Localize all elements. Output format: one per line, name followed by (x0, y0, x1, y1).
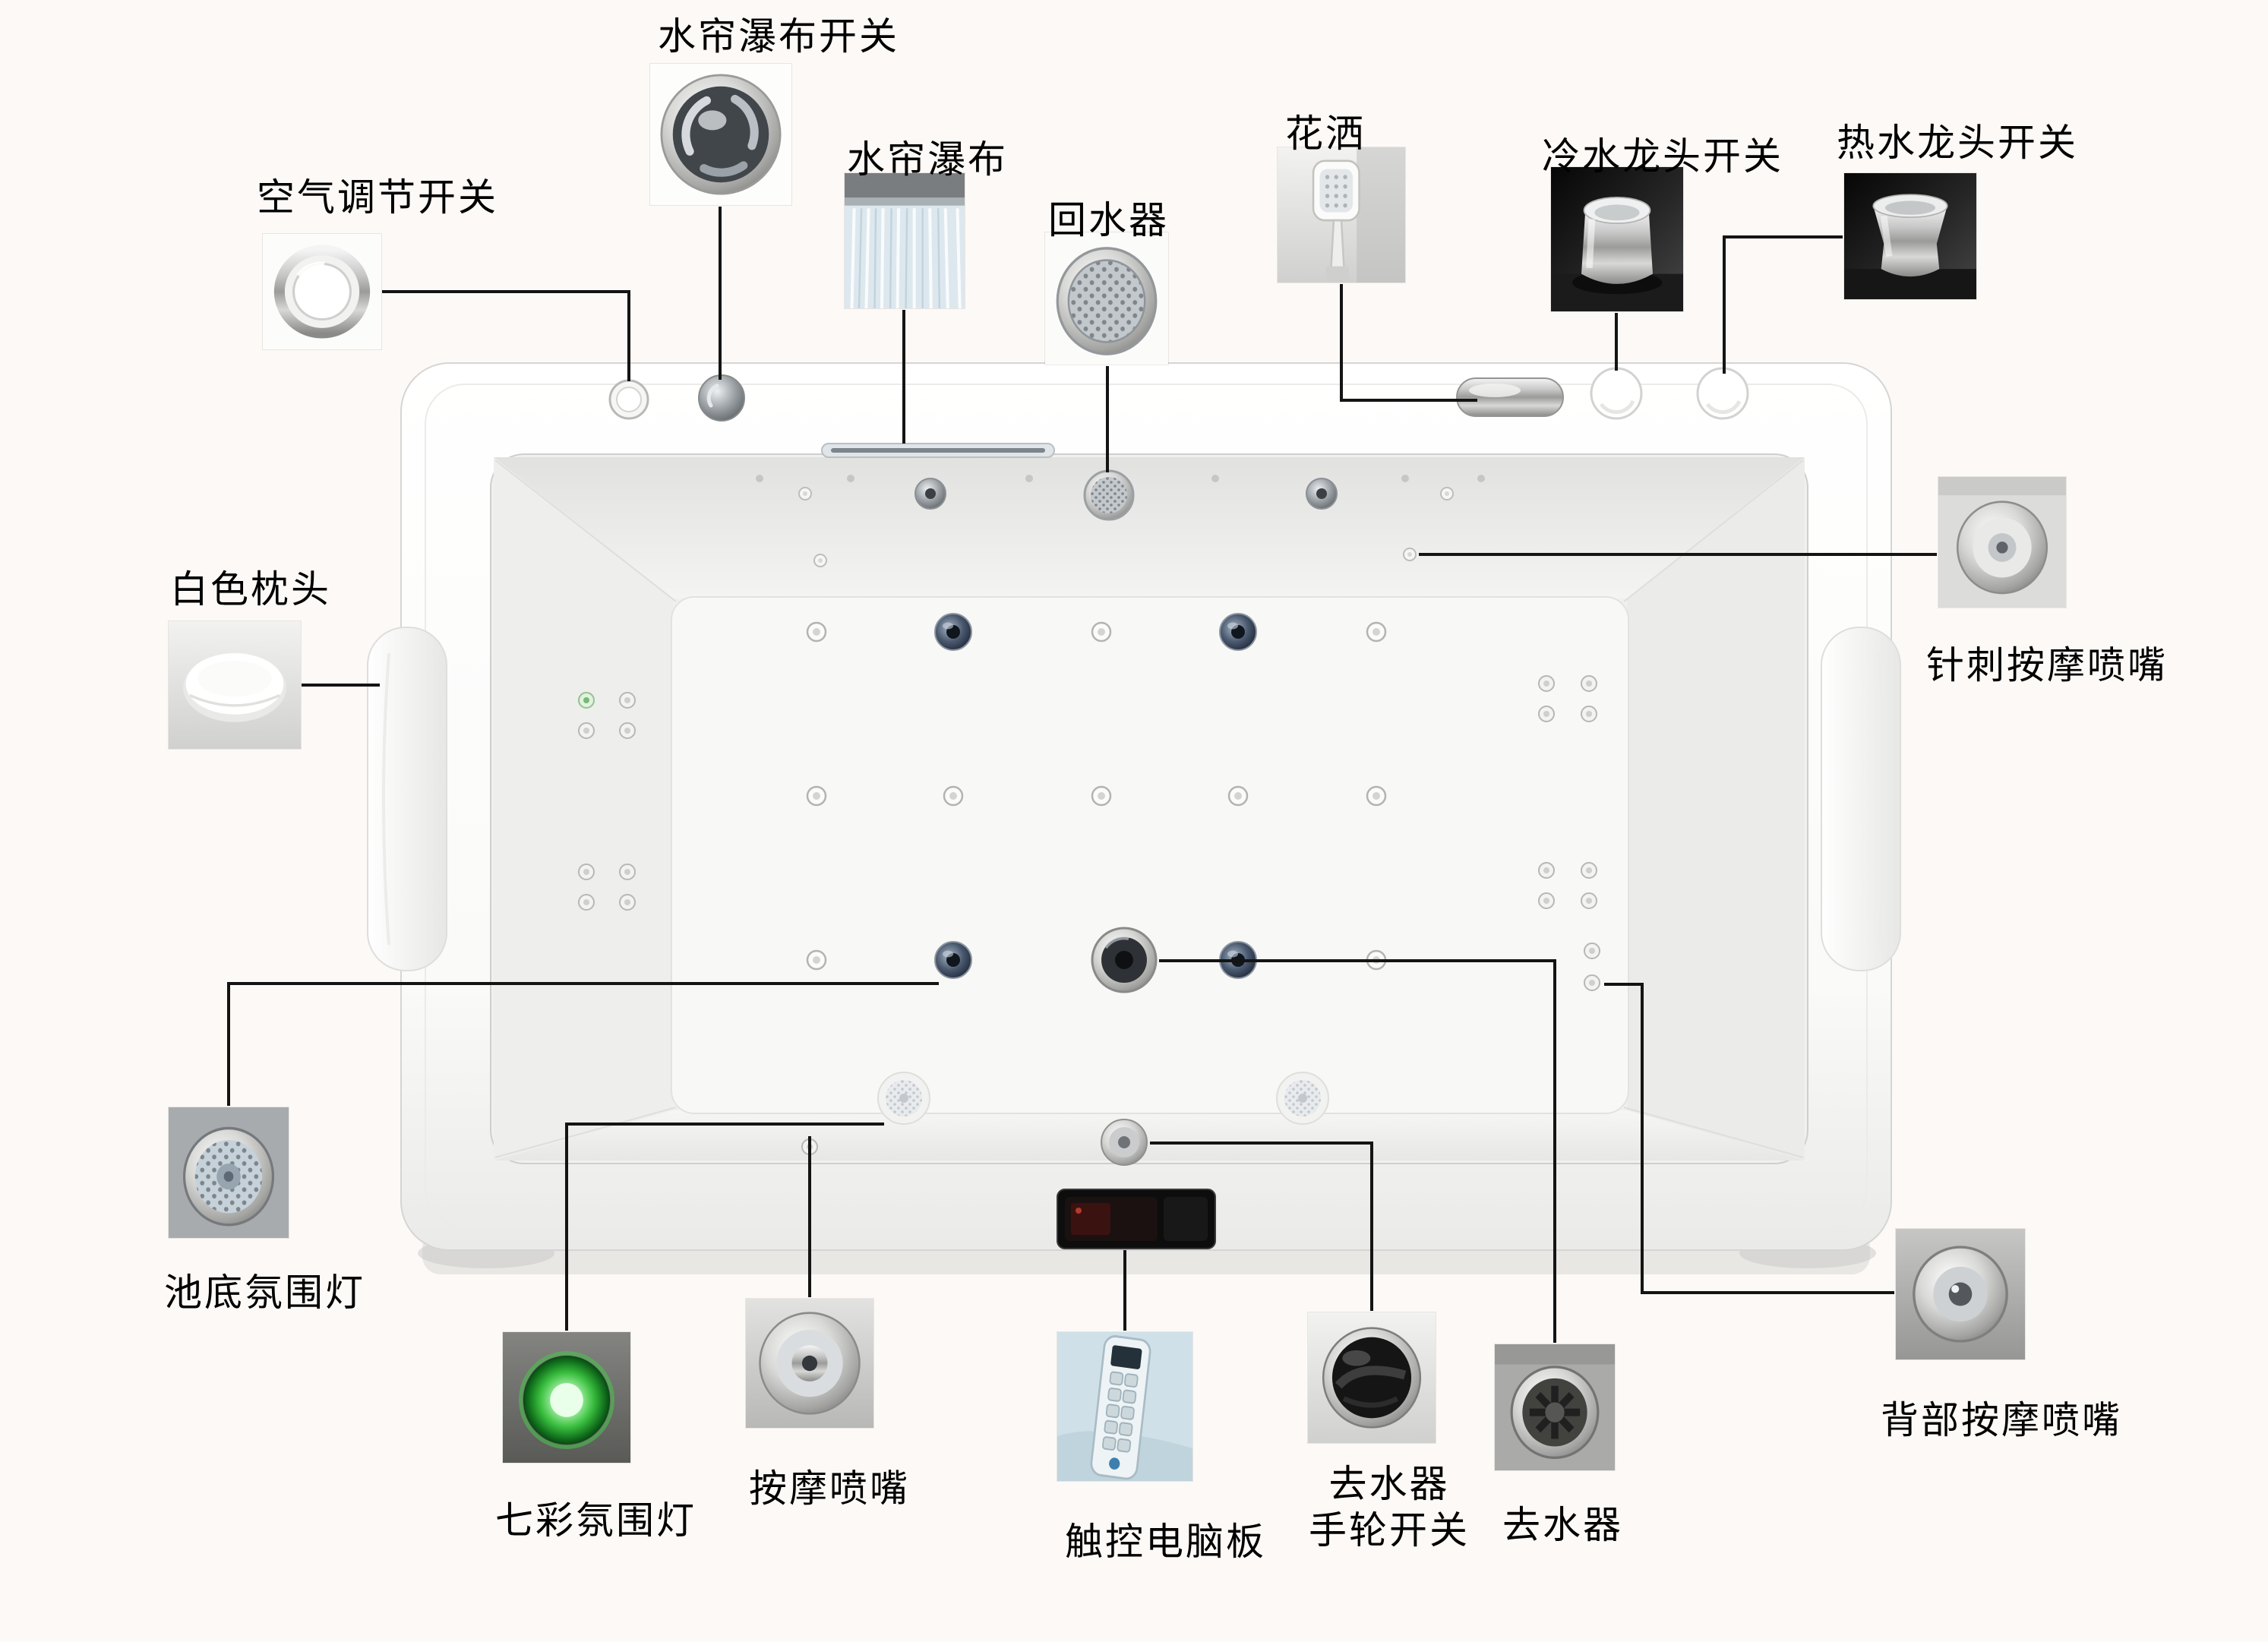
label-massage-nozzle: 按摩喷嘴 (749, 1467, 910, 1511)
air-switch-photo (263, 234, 381, 349)
label-waterfall-switch: 水帘瀑布开关 (658, 14, 899, 58)
label-touch-panel: 触控电脑板 (1065, 1520, 1266, 1564)
label-drain-handwheel-line2: 手轮开关 (1309, 1508, 1470, 1552)
drain-handwheel-icon (1308, 1312, 1436, 1443)
callout-lines (227, 207, 1937, 1343)
line-drain (1159, 959, 1556, 1343)
label-shower: 花洒 (1285, 112, 1366, 156)
label-waterfall: 水帘瀑布 (847, 137, 1008, 182)
colorful-light-icon (503, 1332, 630, 1463)
hot-faucet-icon (1844, 173, 1976, 299)
pillow-right (1821, 627, 1901, 971)
waterfall-switch-photo (650, 64, 791, 205)
label-colorful-light: 七彩氛围灯 (495, 1498, 697, 1543)
control-panel (1057, 1189, 1216, 1249)
waterfall-slot (821, 443, 1055, 458)
line-hot-faucet (1723, 235, 1843, 374)
needle-nozzle-photo (1938, 477, 2066, 608)
massage-nozzle-icon (746, 1299, 873, 1428)
line-back-nozzle (1604, 983, 1894, 1294)
pillow-photo (169, 621, 301, 749)
label-hot-faucet: 热水龙头开关 (1837, 121, 2078, 165)
rim-hot-knob (1696, 367, 1749, 420)
waterfall-photo (845, 173, 965, 308)
line-bottom-light (227, 982, 939, 1106)
drain-icon (1495, 1344, 1615, 1470)
pillow-left (367, 627, 447, 971)
waterfall-switch-icon (650, 64, 791, 205)
waterfall-icon (845, 173, 965, 308)
label-drain-handwheel-switch: 去水器 手轮开关 (1302, 1461, 1477, 1554)
cold-faucet-photo (1551, 167, 1683, 311)
needle-nozzle-icon (1938, 477, 2066, 608)
floor-drain (1091, 927, 1158, 993)
drain-handwheel-knob (1101, 1119, 1148, 1166)
rim-waterfall-switch-button (698, 374, 745, 422)
touch-panel-icon (1057, 1332, 1192, 1481)
label-bottom-light: 池底氛围灯 (164, 1271, 365, 1315)
label-pillow: 白色枕头 (170, 567, 331, 611)
pillow-icon (169, 621, 301, 749)
massage-nozzle-photo (746, 1299, 873, 1428)
colorful-light-photo (503, 1332, 630, 1463)
hot-faucet-photo (1844, 173, 1976, 299)
line-shower (1340, 284, 1477, 402)
label-back-nozzle: 背部按摩喷嘴 (1881, 1398, 2122, 1442)
water-return-jet (1083, 469, 1135, 521)
line-air-switch (382, 290, 630, 381)
back-nozzle-photo (1896, 1229, 2025, 1359)
tub-floor (671, 596, 1629, 1114)
label-needle-nozzle: 针刺按摩喷嘴 (1926, 643, 2168, 687)
touch-panel-photo (1057, 1332, 1192, 1481)
bottom-light-photo (169, 1107, 289, 1238)
label-air-switch: 空气调节开关 (257, 175, 498, 219)
label-cold-faucet: 冷水龙头开关 (1542, 134, 1783, 178)
back-nozzle-icon (1896, 1229, 2025, 1359)
rim-air-switch-button (608, 379, 649, 420)
label-water-return: 回水器 (1048, 198, 1169, 242)
bottom-light-icon (169, 1107, 289, 1238)
label-drain-handwheel-line1: 去水器 (1328, 1462, 1450, 1506)
side-wall-jets (578, 675, 1600, 991)
rim-faucet-spout (1456, 377, 1564, 417)
drain-handwheel-photo (1308, 1312, 1436, 1443)
water-return-photo (1045, 232, 1168, 365)
drain-photo (1495, 1344, 1615, 1470)
cold-faucet-icon (1551, 167, 1683, 311)
label-drain: 去水器 (1502, 1503, 1623, 1547)
shower-photo (1278, 147, 1405, 283)
air-switch-icon (263, 234, 381, 349)
water-return-icon (1045, 232, 1168, 365)
line-drain-handwheel (1150, 1142, 1373, 1311)
rim-cold-knob (1590, 367, 1643, 420)
line-colorful-light (565, 1123, 884, 1331)
back-wall-jets (756, 469, 1485, 567)
shower-icon (1278, 147, 1405, 283)
